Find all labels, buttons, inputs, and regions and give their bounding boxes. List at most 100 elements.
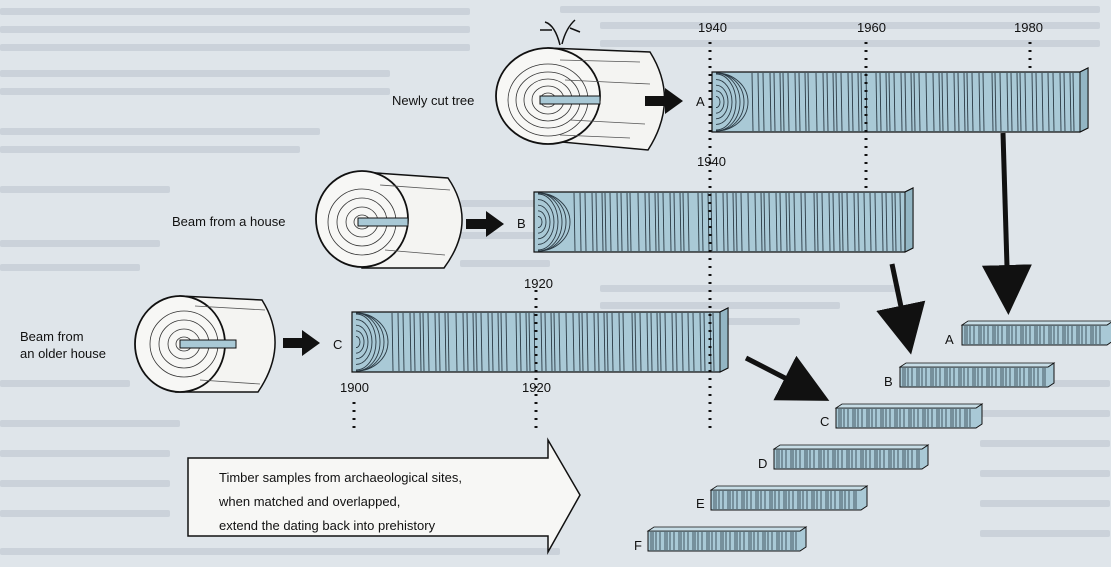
ring-line bbox=[828, 192, 831, 252]
ring-line bbox=[1031, 72, 1034, 132]
ring-line bbox=[846, 192, 849, 252]
year-1920-mid: 1920 bbox=[524, 276, 553, 291]
ring-line bbox=[798, 72, 801, 132]
ring-line bbox=[550, 312, 553, 372]
ring-line bbox=[726, 192, 729, 252]
ring-line bbox=[835, 72, 838, 132]
newly-cut-tree-drawing bbox=[495, 19, 666, 151]
ring-line bbox=[769, 72, 772, 132]
sample-arrows bbox=[283, 88, 683, 356]
sequence-arrows bbox=[744, 132, 1032, 401]
ring-line bbox=[657, 192, 660, 252]
ring-line bbox=[659, 312, 662, 372]
ring-arc bbox=[537, 192, 567, 252]
ring-arc bbox=[355, 335, 361, 349]
ring-line bbox=[851, 72, 854, 132]
ring-line bbox=[932, 72, 935, 132]
ring-line bbox=[768, 192, 771, 252]
ring-line bbox=[699, 312, 702, 372]
ring-line bbox=[904, 72, 907, 132]
ring-line bbox=[860, 72, 863, 132]
arrow-to-c bbox=[283, 330, 320, 356]
ring-line bbox=[664, 312, 667, 372]
ring-line bbox=[779, 192, 782, 252]
ring-line bbox=[841, 192, 844, 252]
ring-line bbox=[762, 72, 765, 132]
ring-line bbox=[994, 72, 997, 132]
ring-line bbox=[584, 192, 587, 252]
ring-line bbox=[966, 72, 969, 132]
ring-line bbox=[540, 312, 543, 372]
ring-line bbox=[773, 72, 776, 132]
ring-line bbox=[991, 72, 994, 132]
ring-line bbox=[893, 72, 896, 132]
ring-line bbox=[857, 192, 860, 252]
year-1920-low: 1920 bbox=[522, 380, 551, 395]
ring-line bbox=[673, 192, 676, 252]
ring-line bbox=[1010, 72, 1013, 132]
ring-line bbox=[707, 192, 710, 252]
house-beam-drawing bbox=[315, 170, 463, 269]
ring-arc bbox=[537, 204, 551, 240]
ring-line bbox=[757, 72, 760, 132]
sequence-letter-c: C bbox=[820, 414, 830, 429]
ring-line bbox=[891, 192, 894, 252]
ring-line bbox=[863, 192, 866, 252]
ring-line bbox=[832, 72, 835, 132]
ring-line bbox=[794, 72, 797, 132]
ring-line bbox=[480, 312, 483, 372]
ring-line bbox=[648, 192, 651, 252]
ring-line bbox=[816, 192, 819, 252]
ring-line bbox=[881, 192, 884, 252]
ring-line bbox=[553, 312, 556, 372]
ring-line bbox=[838, 192, 841, 252]
ring-line bbox=[616, 192, 619, 252]
ring-line bbox=[900, 72, 903, 132]
ring-arc bbox=[537, 215, 543, 229]
ring-line bbox=[788, 192, 791, 252]
ring-line bbox=[581, 312, 584, 372]
ring-arc bbox=[355, 312, 389, 372]
ring-line bbox=[654, 192, 657, 252]
ring-arc bbox=[537, 210, 547, 234]
ring-arc bbox=[355, 313, 377, 371]
ring-line bbox=[397, 312, 400, 372]
ring-arc bbox=[355, 330, 365, 354]
ring-line bbox=[957, 72, 960, 132]
ring-line bbox=[609, 192, 612, 252]
ring-line bbox=[697, 192, 700, 252]
ring-line bbox=[475, 312, 478, 372]
year-1900: 1900 bbox=[340, 380, 369, 395]
ring-line bbox=[712, 312, 715, 372]
label-older-house-line1: Beam from bbox=[20, 329, 84, 344]
ring-line bbox=[941, 72, 944, 132]
ring-line bbox=[533, 312, 536, 372]
sequence-letter-b: B bbox=[884, 374, 893, 389]
ring-line bbox=[971, 72, 974, 132]
ring-line bbox=[913, 72, 916, 132]
log-letter-a: A bbox=[696, 94, 705, 109]
ring-line bbox=[644, 192, 647, 252]
ring-line bbox=[1019, 72, 1022, 132]
callout-line-3: extend the dating back into prehistory bbox=[219, 518, 436, 533]
ring-line bbox=[491, 312, 494, 372]
ring-line bbox=[785, 192, 788, 252]
ring-line bbox=[675, 312, 678, 372]
ring-line bbox=[938, 72, 941, 132]
ring-line bbox=[869, 192, 872, 252]
ring-arc bbox=[715, 72, 749, 132]
ring-line bbox=[918, 72, 921, 132]
callout-line-2: when matched and overlapped, bbox=[219, 494, 401, 509]
ring-arc bbox=[537, 199, 555, 245]
ring-line bbox=[618, 312, 621, 372]
ring-line bbox=[807, 72, 810, 132]
ring-line bbox=[629, 192, 632, 252]
ring-arc bbox=[537, 192, 563, 252]
year-1940-mid: 1940 bbox=[697, 154, 726, 169]
ring-line bbox=[1072, 72, 1075, 132]
ring-line bbox=[946, 72, 949, 132]
ring-line bbox=[626, 192, 629, 252]
callout-line-1: Timber samples from archaeological sites… bbox=[219, 470, 462, 485]
ring-line bbox=[671, 312, 674, 372]
ring-line bbox=[606, 312, 609, 372]
